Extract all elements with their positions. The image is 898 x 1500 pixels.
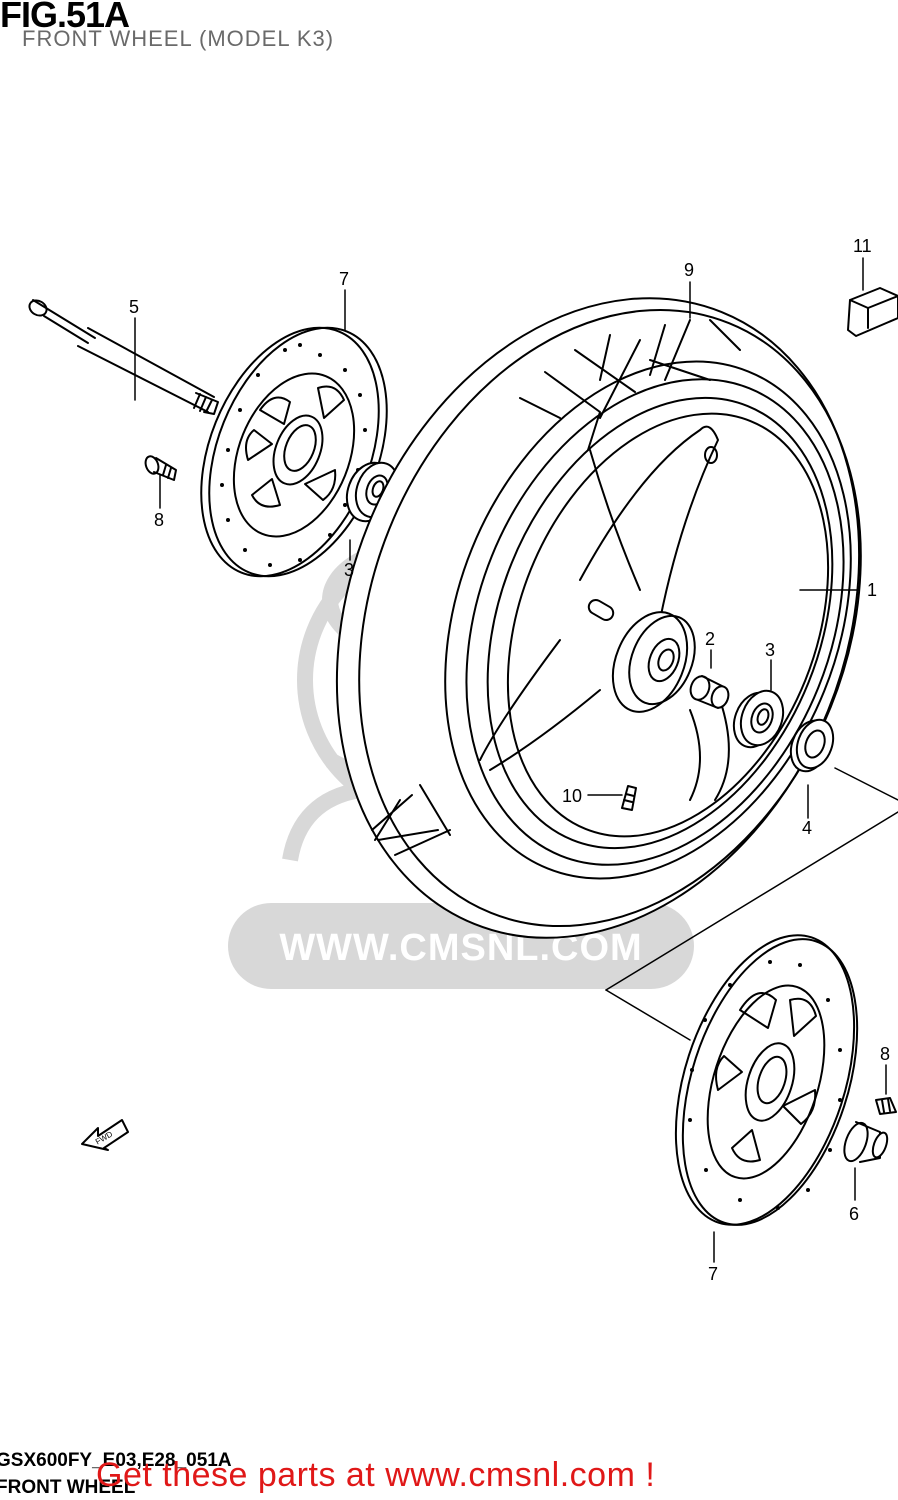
oil-seal-part xyxy=(789,718,835,773)
callout-numbers: 5 7 9 11 1 2 3 3 8 10 4 8 6 7 xyxy=(129,236,890,1284)
bolt-right-part xyxy=(875,1097,897,1115)
callout-4: 4 xyxy=(802,818,812,838)
callout-8-right: 8 xyxy=(880,1044,890,1064)
callout-1: 1 xyxy=(867,580,877,600)
callout-9: 9 xyxy=(684,260,694,280)
callout-6: 6 xyxy=(849,1204,859,1224)
callout-5: 5 xyxy=(129,297,139,317)
valve-part xyxy=(621,785,637,811)
fwd-arrow-icon xyxy=(81,1119,129,1151)
callout-2: 2 xyxy=(705,629,715,649)
callout-11: 11 xyxy=(853,236,872,256)
figure-subtitle: FRONT WHEEL (MODEL K3) xyxy=(22,26,335,51)
front-wheel-assembly xyxy=(335,297,862,939)
callout-7-left: 7 xyxy=(339,269,349,289)
leader-lines xyxy=(134,257,898,1263)
figure-title: FIG.51A xyxy=(0,0,130,35)
callout-8-left: 8 xyxy=(154,510,164,530)
collar-part xyxy=(843,1121,889,1163)
balance-weight-part xyxy=(847,287,898,337)
axle-part xyxy=(28,299,219,415)
brake-disc-right xyxy=(674,934,859,1226)
brake-disc-left xyxy=(200,326,388,578)
callout-3-right: 3 xyxy=(765,640,775,660)
figure-name: FRONT WHEEL xyxy=(0,1477,136,1498)
callout-7-right: 7 xyxy=(708,1264,718,1284)
figure-code: GSX600FY_E03,E28_051A xyxy=(0,1450,232,1471)
callout-10: 10 xyxy=(562,786,582,806)
bearing-right-part xyxy=(732,689,785,749)
bolt-left-part xyxy=(144,455,177,481)
callout-3-left: 3 xyxy=(344,560,354,580)
promo-link[interactable]: Get these parts at www.cmsnl.com ! xyxy=(96,1456,656,1494)
